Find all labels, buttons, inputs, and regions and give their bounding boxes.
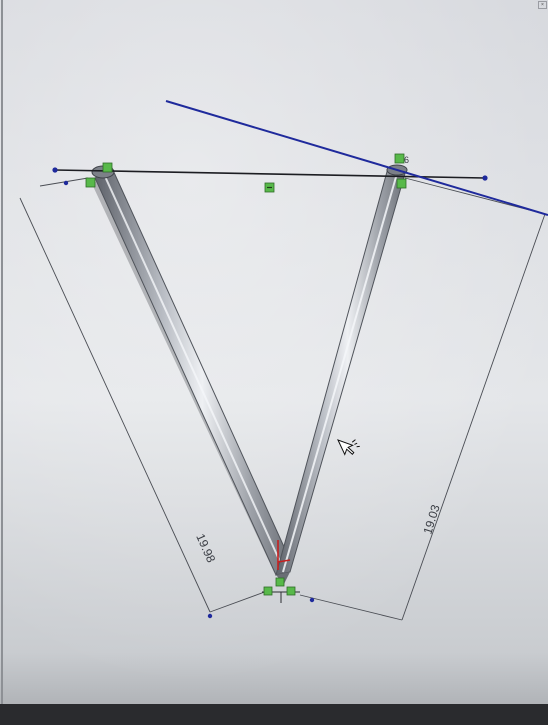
sketch-point[interactable] [63, 180, 69, 186]
relation-badge-label: 6 [404, 155, 409, 165]
sketch-relation-icon[interactable] [394, 153, 407, 189]
close-icon[interactable]: × [538, 1, 547, 9]
construction-line-horizontal[interactable] [54, 169, 486, 179]
sketch-relation-icon[interactable] [263, 577, 296, 596]
sketch-point[interactable] [207, 613, 213, 619]
sketch-line-tangent[interactable] [165, 100, 548, 216]
monitor-bezel [0, 704, 548, 725]
pointer-arrow-icon [337, 439, 360, 456]
sketch-relation-icon[interactable] [264, 182, 275, 193]
sketch-relation-icon[interactable] [85, 162, 113, 188]
sketch-point[interactable] [52, 167, 58, 173]
sketch-point[interactable] [309, 597, 315, 603]
sketch-point[interactable] [482, 175, 488, 181]
